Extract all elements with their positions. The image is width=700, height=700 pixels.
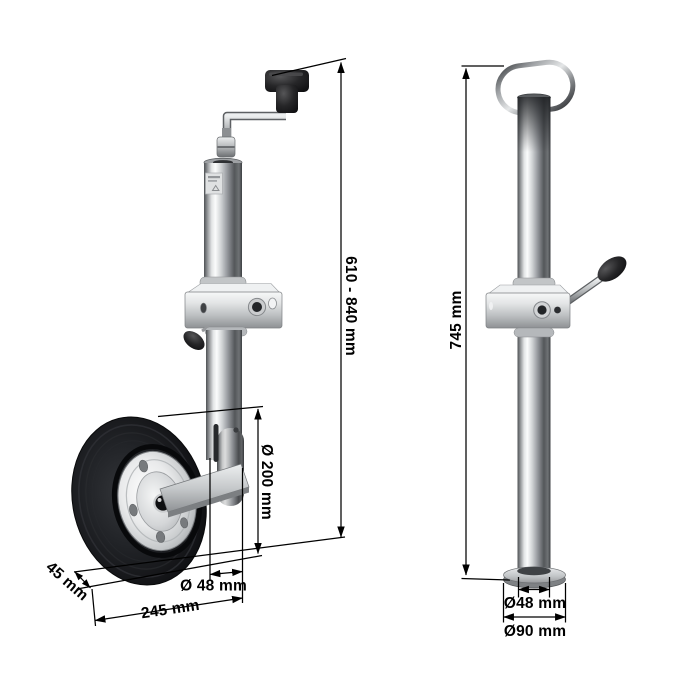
prop-clamp-collar-bottom: [513, 327, 555, 338]
ext-line-wheel-top: [157, 405, 264, 418]
prop-tube-top-shade: [517, 97, 551, 152]
crank-rod-outline: [222, 111, 286, 140]
clamp-top-face: [186, 283, 281, 294]
crank-knob-stem: [276, 85, 298, 113]
crank-knob-highlight: [269, 72, 303, 76]
label-prop-tube-diameter: Ø48 mm: [504, 595, 566, 612]
foot-plate: [503, 566, 566, 589]
prop-clamp: [485, 256, 627, 338]
clamp-right-slot: [268, 297, 277, 310]
jockey-clamp: [183, 276, 283, 350]
clamp-bolt-hole: [252, 302, 262, 312]
ext-line-prop-bottom: [461, 577, 511, 581]
label-warning-triangle-icon: [211, 184, 220, 191]
label-wheel-diameter: Ø 200 mm: [258, 444, 275, 520]
lever-grip: [597, 256, 627, 282]
dim-line-overall-length: [94, 595, 244, 623]
label-height-range: 610 - 840 mm: [342, 256, 359, 356]
clamp-left-slot: [200, 302, 207, 314]
ground-line-front: [76, 554, 263, 590]
lever-rod: [563, 276, 603, 306]
tube-slot: [213, 424, 219, 462]
dimension-lines: [73, 57, 567, 627]
foot-tube-socket: [517, 566, 551, 576]
rim-hole: [129, 503, 138, 517]
label-prop-height: 745 mm: [448, 291, 465, 350]
ext-line-length-left: [91, 588, 97, 627]
prop-stand-product: [485, 59, 627, 589]
rim-hole: [180, 517, 189, 529]
dim-line-wheel-width: [74, 571, 91, 589]
axle-highlight: [157, 498, 162, 502]
rim-hole: [138, 459, 149, 473]
label-tube-diameter: Ø 48 mm: [180, 578, 247, 595]
prop-clamp-left-slot: [489, 302, 493, 310]
label-overall-length: 245 mm: [140, 597, 201, 623]
dim-line-tube-diameter: [209, 568, 244, 578]
prop-clamp-nut-hole: [537, 305, 547, 315]
prop-clamp-small-hole: [554, 306, 561, 314]
crank-handle: [216, 70, 309, 158]
ext-line-height-top: [271, 57, 347, 77]
crank-neck: [222, 128, 231, 138]
label-foot-diameter: Ø90 mm: [504, 623, 566, 640]
jockey-wheel-product: [71, 70, 309, 586]
wheel-arm-edge: [168, 487, 249, 518]
clamp-body: [184, 291, 283, 329]
clamp-knob: [183, 331, 205, 350]
rim-hole: [156, 531, 166, 543]
tube-pin-hole: [233, 427, 239, 433]
product-label: [205, 172, 223, 195]
wheel: [71, 416, 207, 586]
